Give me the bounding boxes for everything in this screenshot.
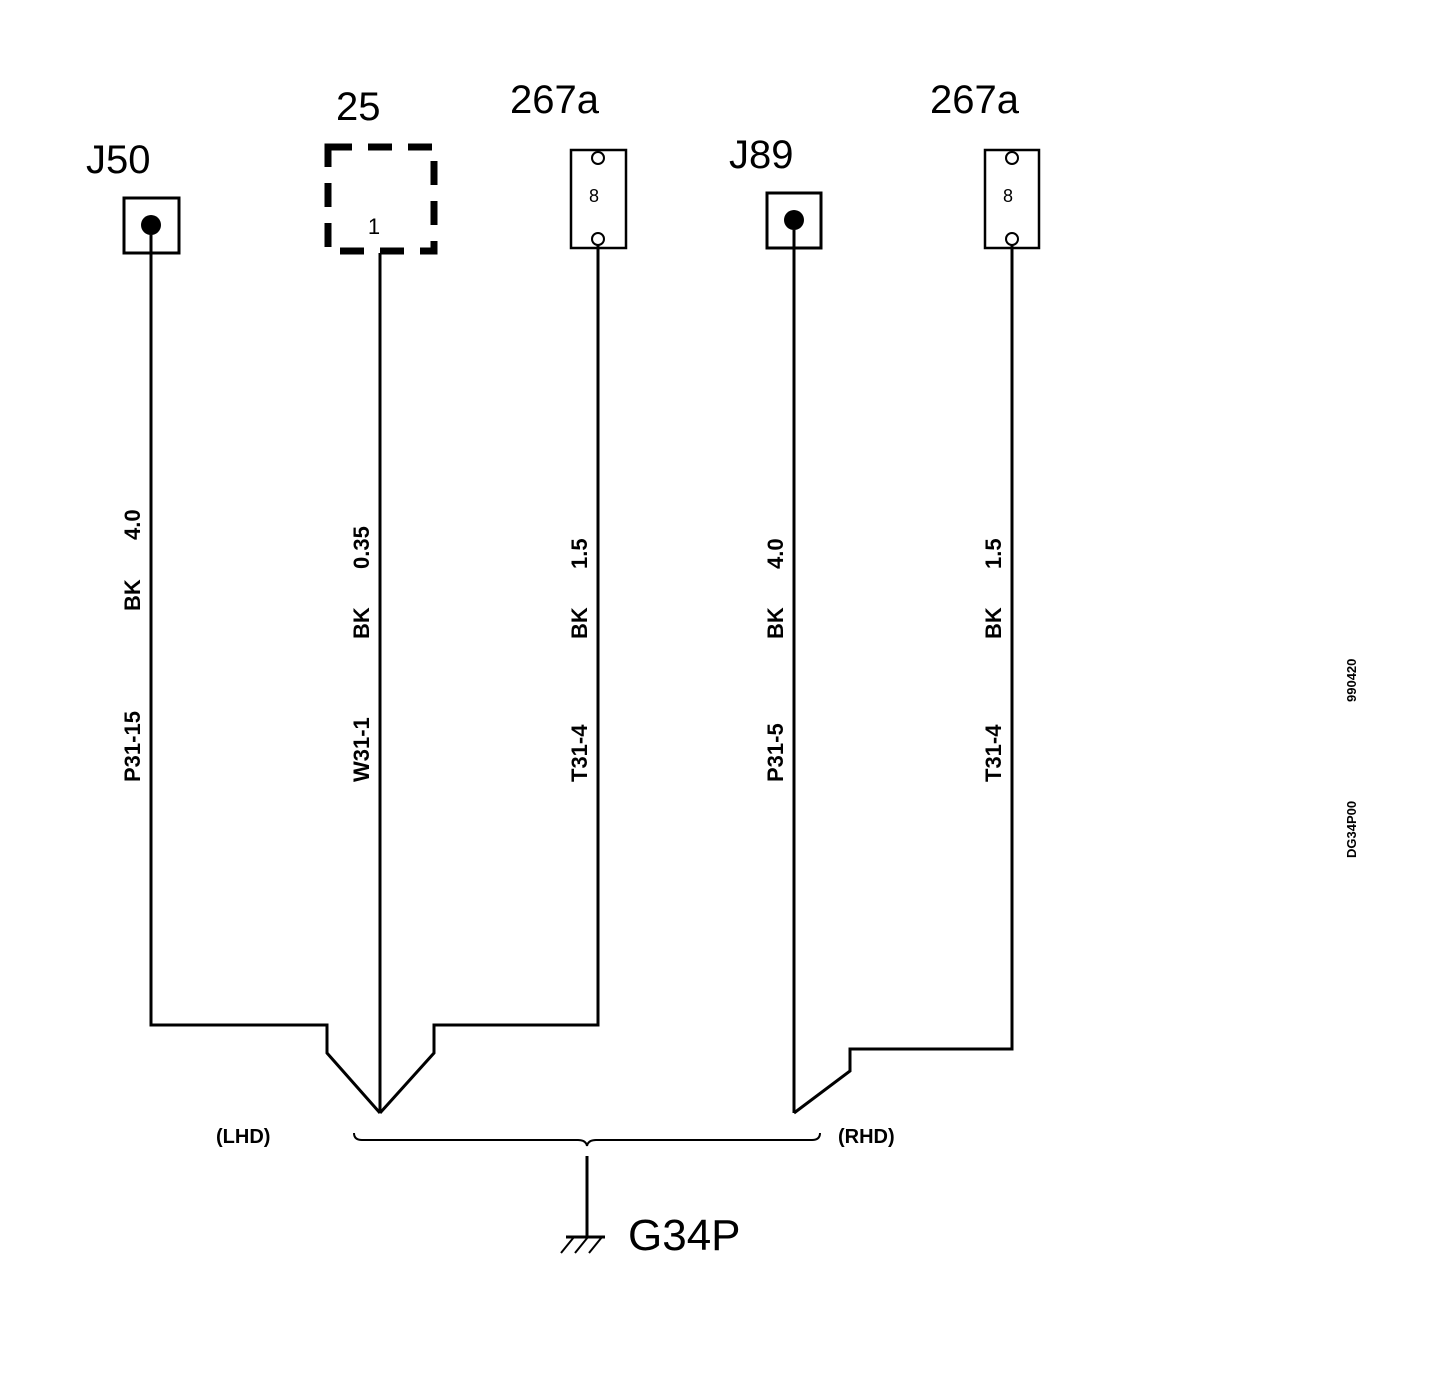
ground-g34p: G34P [560,1156,741,1260]
connector-267a-b-hole-top [1005,151,1019,165]
connector-267a-b: 267a 8 [930,78,1041,250]
drawing-date-code: 990420 [1344,659,1359,702]
drawing-ref-code: DG34P00 [1344,801,1359,858]
connector-267a-a-pin: 8 [589,186,599,206]
variant-lhd-label: (LHD) [216,1126,270,1148]
wire-label-267a-a: T31-4 BK 1.5 [567,538,592,782]
connector-267a-a-hole-bottom [591,232,605,246]
wire-label-25: W31-1 BK 0.35 [349,526,374,782]
connector-267a-a-label: 267a [510,78,600,122]
connector-j89-label: J89 [729,133,794,177]
wire-j89-circuit: P31-5 [763,723,788,782]
connector-267a-b-hole-bottom [1005,232,1019,246]
wire-267a-a-size: 1.5 [567,538,592,569]
wire-267a-b-color: BK [981,607,1006,639]
connector-25-label: 25 [336,85,381,129]
variant-rhd-label: (RHD) [838,1126,895,1148]
wire-j50 [149,235,382,1114]
ground-symbol-icon [560,1236,603,1254]
wire-25-color: BK [349,607,374,639]
wire-label-j89: P31-5 BK 4.0 [763,538,788,782]
wire-label-267a-b: T31-4 BK 1.5 [981,538,1006,782]
ground-label: G34P [628,1211,741,1260]
connector-j89-terminal [784,210,804,230]
connector-25: 25 1 [324,85,438,255]
wire-j50-size: 4.0 [120,509,145,540]
variant-brace [353,1132,821,1147]
wire-j89-size: 4.0 [763,538,788,569]
wire-267a-a [378,245,600,1115]
wire-267a-b [793,245,1014,1115]
connector-25-body [324,143,438,255]
connector-j50-terminal [141,215,161,235]
wire-j89-color: BK [763,607,788,639]
connector-267a-a-hole-top [591,151,605,165]
connector-j50-label: J50 [86,138,151,182]
wire-267a-b-circuit: T31-4 [981,724,1006,782]
connector-267a-b-label: 267a [930,78,1020,122]
wire-267a-b-size: 1.5 [981,538,1006,569]
connector-j89: J89 [729,133,823,250]
wire-25-size: 0.35 [349,526,374,569]
wire-j50-color: BK [120,579,145,611]
wire-j50-circuit: P31-15 [120,711,145,782]
wire-label-j50: P31-15 BK 4.0 [120,509,145,782]
connector-25-pin: 1 [368,214,380,239]
wire-25-circuit: W31-1 [349,717,374,782]
connector-267a-a: 267a 8 [510,78,628,250]
wire-267a-a-circuit: T31-4 [567,724,592,782]
connector-267a-b-pin: 8 [1003,186,1013,206]
connector-j50: J50 [86,138,181,255]
wire-267a-a-color: BK [567,607,592,639]
